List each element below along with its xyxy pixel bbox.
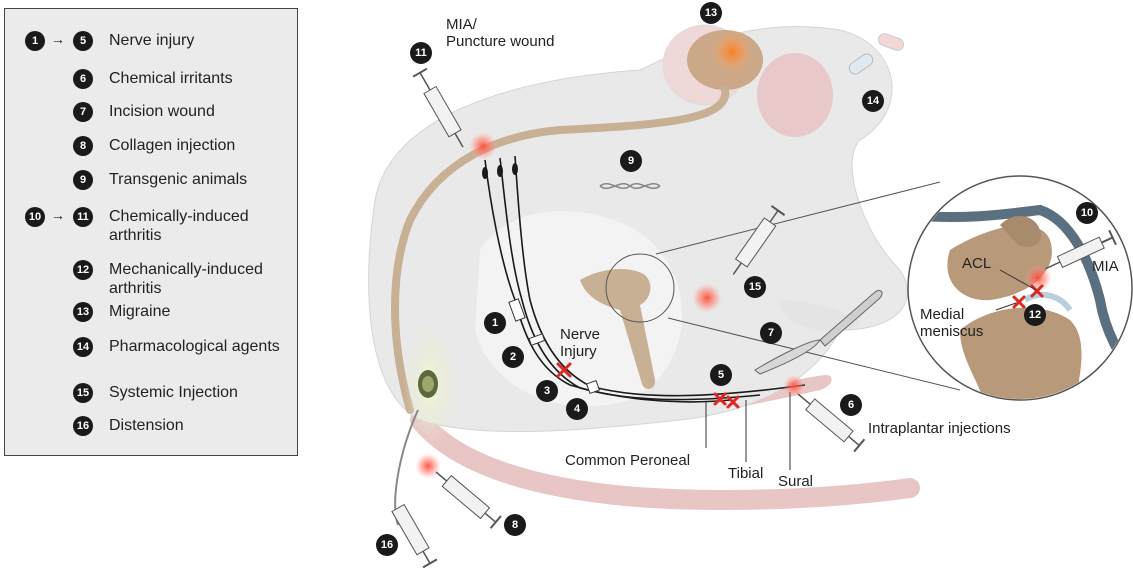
badge-12: 12: [1024, 304, 1046, 326]
badge-7: 7: [760, 322, 782, 344]
legend-item: 16 Distension: [5, 410, 297, 440]
syringe-16: [391, 503, 438, 569]
arrow-right-icon: →: [51, 31, 65, 47]
badge-14: 14: [862, 90, 884, 112]
label-sural: Sural: [778, 473, 814, 490]
legend-label: Chemically-induced arthritis: [109, 208, 249, 244]
legend-item: 9 Transgenic animals: [5, 164, 297, 194]
badge-13: 13: [700, 2, 722, 24]
legend-label: Incision wound: [109, 103, 215, 120]
label-medial-meniscus: Medial meniscus: [920, 306, 984, 340]
badge-10: 10: [1076, 202, 1098, 224]
badge-4: 4: [566, 398, 588, 420]
pills: [848, 33, 905, 75]
rat-illustration: [368, 24, 1133, 569]
rat-pain-models-diagram: MIA/ Puncture wound Nerve Injury Common …: [300, 0, 1133, 570]
legend-number-badge: 7: [73, 102, 93, 122]
syringe-8: [435, 471, 502, 529]
legend-label: Transgenic animals: [109, 171, 248, 188]
label-acl: ACL: [962, 255, 992, 272]
label-mia: MIA: [1092, 258, 1119, 275]
syringe-15: [732, 205, 786, 275]
legend-number-badge: 14: [73, 337, 93, 357]
badge-3: 3: [536, 380, 558, 402]
legend-number-badge: 6: [73, 69, 93, 89]
haunch: [475, 211, 683, 407]
legend-label: Chemical irritants: [109, 70, 233, 87]
legend-label: Nerve injury: [109, 32, 195, 49]
badge-15: 15: [744, 276, 766, 298]
legend-label: Systemic Injection: [109, 384, 238, 401]
legend-number-badge: 13: [73, 302, 93, 322]
badge-8: 8: [504, 514, 526, 536]
legend-number-badge: 10: [25, 207, 45, 227]
legend-label: Collagen injection: [109, 137, 236, 154]
legend-number-badge: 8: [73, 136, 93, 156]
knee-zoom-circle: [605, 253, 675, 323]
badge-11: 11: [410, 42, 432, 64]
legend-number-badge: 15: [73, 383, 93, 403]
legend-item: 15 Systemic Injection: [5, 377, 297, 407]
legend-label: Pharmacological agents: [109, 338, 280, 355]
label-mia-puncture: MIA/ Puncture wound: [446, 16, 555, 50]
legend-number-badge: 5: [73, 31, 93, 51]
legend-item: 12 Mechanically-induced arthritis: [5, 254, 297, 297]
legend-label: Distension: [109, 417, 184, 434]
tail: [410, 410, 920, 511]
badge-1: 1: [484, 312, 506, 334]
legend-item: 7 Incision wound: [5, 96, 297, 126]
legend-number-badge: 9: [73, 170, 93, 190]
legend-number-badge: 11: [73, 207, 93, 227]
label-common-peroneal: Common Peroneal: [565, 452, 691, 469]
legend-item: 14 Pharmacological agents: [5, 331, 297, 361]
label-nerve-injury: Nerve Injury: [560, 326, 601, 360]
label-tibial: Tibial: [728, 465, 764, 482]
legend-number-badge: 12: [73, 260, 93, 280]
ear-right: [757, 53, 833, 137]
legend-item: 10 → 11 Chemically-induced arthritis: [5, 201, 297, 244]
legend-item: 6 Chemical irritants: [5, 63, 297, 93]
label-intraplantar: Intraplantar injections: [868, 420, 1011, 437]
legend-label: Mechanically-induced arthritis: [109, 261, 263, 297]
legend-item: 1 → 5 Nerve injury: [5, 25, 297, 55]
legend-item: 13 Migraine: [5, 296, 297, 326]
legend-label: Migraine: [109, 303, 171, 320]
badge-6: 6: [840, 394, 862, 416]
arrow-right-icon: →: [51, 207, 65, 223]
legend-number-badge: 16: [73, 416, 93, 436]
badge-5: 5: [710, 364, 732, 386]
legend-panel: 1 → 5 Nerve injury 6 Chemical irritants 7 Incis…: [4, 8, 298, 456]
scalpel: [754, 289, 883, 375]
syringe-11: [412, 67, 464, 148]
badge-9: 9: [620, 150, 642, 172]
badge-16: 16: [376, 534, 398, 556]
legend-item: 8 Collagen injection: [5, 130, 297, 160]
legend-number-badge: 1: [25, 31, 45, 51]
syringe-6: [797, 393, 866, 453]
badge-2: 2: [502, 346, 524, 368]
